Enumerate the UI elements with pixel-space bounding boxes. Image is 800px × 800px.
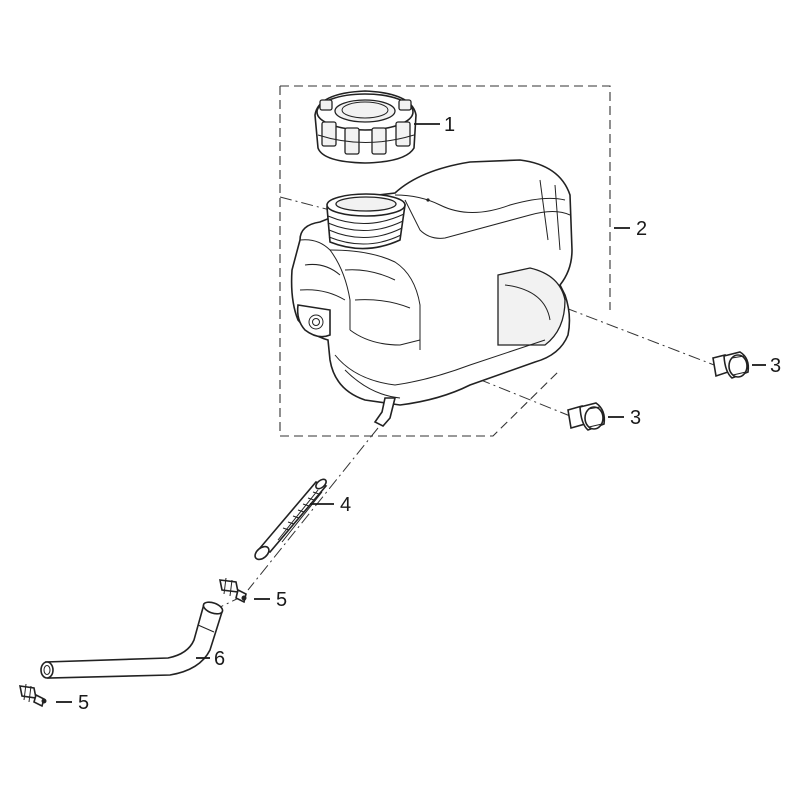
callout-hose: 6 <box>214 648 225 670</box>
callout-level-tube: 4 <box>340 494 351 516</box>
hose-clamp-lower <box>18 683 47 708</box>
centerline-upper-left <box>279 196 331 211</box>
centerline-right-bolt <box>544 299 723 369</box>
level-tube <box>254 478 328 561</box>
callout-bolt-lower: 3 <box>630 407 641 429</box>
coolant-tank <box>290 159 573 427</box>
hose-clamp-upper <box>218 577 247 604</box>
centerline-drain <box>247 427 379 591</box>
callout-tank: 2 <box>636 218 647 240</box>
assembly-boundary <box>279 85 611 437</box>
callout-cap: 1 <box>444 114 455 136</box>
coolant-hose <box>40 601 224 679</box>
callout-clamp-lower: 5 <box>78 692 89 714</box>
callout-clamp-upper: 5 <box>276 589 287 611</box>
reservoir-cap <box>314 90 417 164</box>
flange-bolt-right <box>712 351 750 379</box>
flange-bolt-lower <box>567 402 606 431</box>
callout-bolt-right: 3 <box>770 355 781 377</box>
